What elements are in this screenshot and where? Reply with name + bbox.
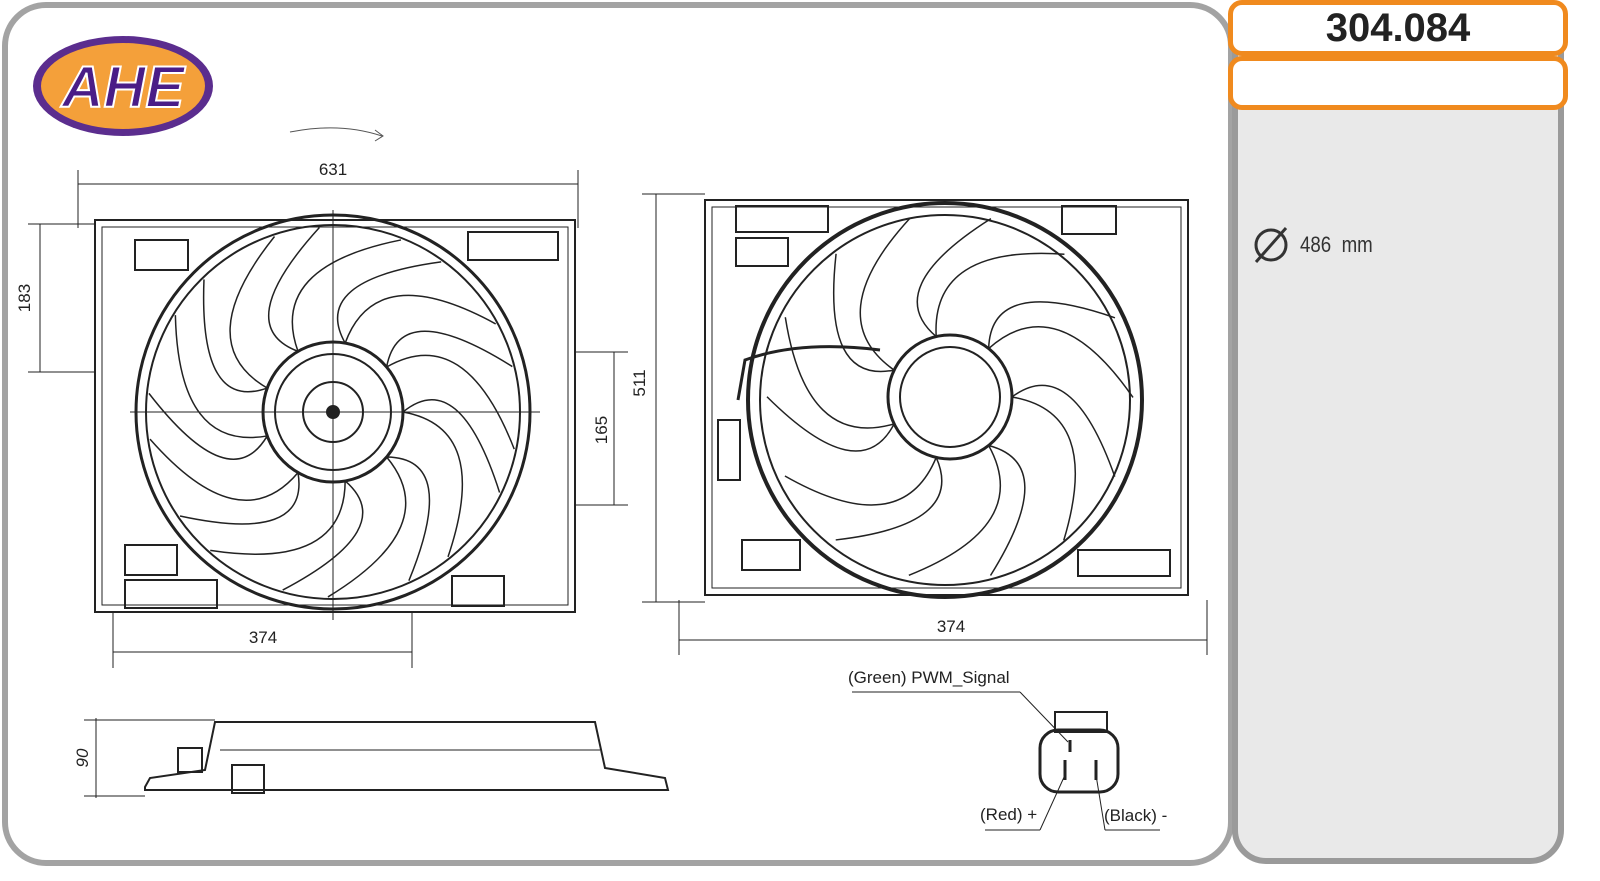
dimension-lines bbox=[28, 170, 1208, 831]
diameter-unit: mm bbox=[1341, 232, 1373, 257]
logo-text: AHE bbox=[60, 55, 187, 120]
connector-diagram bbox=[1038, 711, 1120, 794]
black-minus-label: (Black) - bbox=[1104, 806, 1167, 825]
rotation-arrow-icon bbox=[289, 127, 383, 137]
diameter-value: 486 bbox=[1300, 232, 1332, 257]
dim-side-depth: 90 bbox=[73, 748, 92, 767]
fan-blade bbox=[327, 456, 431, 598]
rear-view bbox=[704, 199, 1189, 599]
dim-rear-width: 374 bbox=[937, 617, 965, 636]
fan-blade bbox=[402, 399, 501, 558]
fan-blade bbox=[210, 480, 364, 591]
dim-front-width: 631 bbox=[319, 160, 347, 179]
fan-blade bbox=[766, 317, 895, 452]
drawing-panel bbox=[2, 2, 1234, 866]
fan-blade bbox=[202, 236, 276, 393]
fan-blade bbox=[267, 226, 402, 353]
dim-front-bottom-width: 374 bbox=[249, 628, 277, 647]
fan-blade bbox=[148, 315, 268, 460]
part-number: 304.084 bbox=[1228, 0, 1568, 56]
front-view bbox=[94, 210, 576, 620]
ahe-logo: AHE bbox=[33, 36, 213, 136]
side-view bbox=[144, 721, 670, 794]
dim-front-center-height: 165 bbox=[592, 416, 611, 444]
info-panel bbox=[1232, 10, 1564, 864]
fan-blade bbox=[385, 330, 515, 450]
fan-blade bbox=[908, 444, 1026, 577]
diameter-icon bbox=[1254, 227, 1288, 263]
fan-blade bbox=[784, 457, 943, 541]
dim-rear-height: 511 bbox=[630, 369, 649, 396]
fan-blade bbox=[916, 218, 1065, 338]
pwm-signal-label: (Green) PWM_Signal bbox=[848, 668, 1010, 687]
fan-blade bbox=[336, 261, 497, 344]
dim-front-top-height: 183 bbox=[15, 284, 34, 312]
secondary-field bbox=[1228, 56, 1568, 110]
fan-blade bbox=[149, 438, 300, 525]
fan-blade bbox=[1011, 384, 1116, 541]
fan-blade bbox=[987, 301, 1134, 398]
diameter-spec: 486 mm bbox=[1252, 226, 1386, 264]
red-plus-label: (Red) + bbox=[980, 805, 1037, 824]
